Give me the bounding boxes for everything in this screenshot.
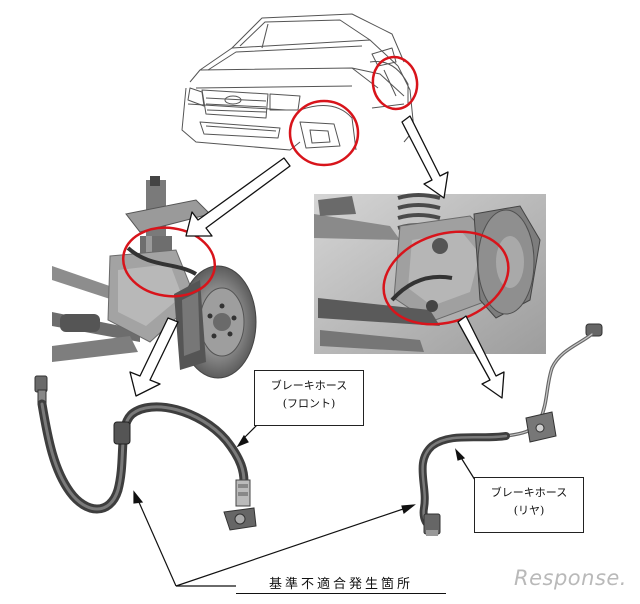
callout-rear-brake-hose: ブレーキホース (リヤ) xyxy=(474,477,584,533)
ring-rear-wheel xyxy=(371,55,419,111)
ring-rear-hose xyxy=(382,230,510,326)
callout-rear-name: ブレーキホース xyxy=(490,486,568,499)
callout-front-brake-hose: ブレーキホース (フロント) xyxy=(254,370,364,426)
callout-front-side: (フロント) xyxy=(282,397,336,410)
highlight-rings-vehicle xyxy=(288,55,419,167)
callout-rear-side: (リヤ) xyxy=(513,504,545,517)
front-brake-hose xyxy=(34,375,257,531)
response-watermark: Response. xyxy=(514,566,627,590)
hollow-down-arrow-icon xyxy=(129,115,505,399)
rear-suspension-photo xyxy=(314,193,546,354)
ring-front-wheel xyxy=(288,99,360,167)
callout-front-name: ブレーキホース xyxy=(270,379,348,392)
vehicle-illustration xyxy=(181,13,415,151)
arrowhead-pointer-icon xyxy=(133,419,481,587)
defect-location-label: 基準不適合発生箇所 xyxy=(236,573,446,594)
ring-front-hose xyxy=(121,226,217,298)
rear-brake-hose xyxy=(418,323,603,536)
